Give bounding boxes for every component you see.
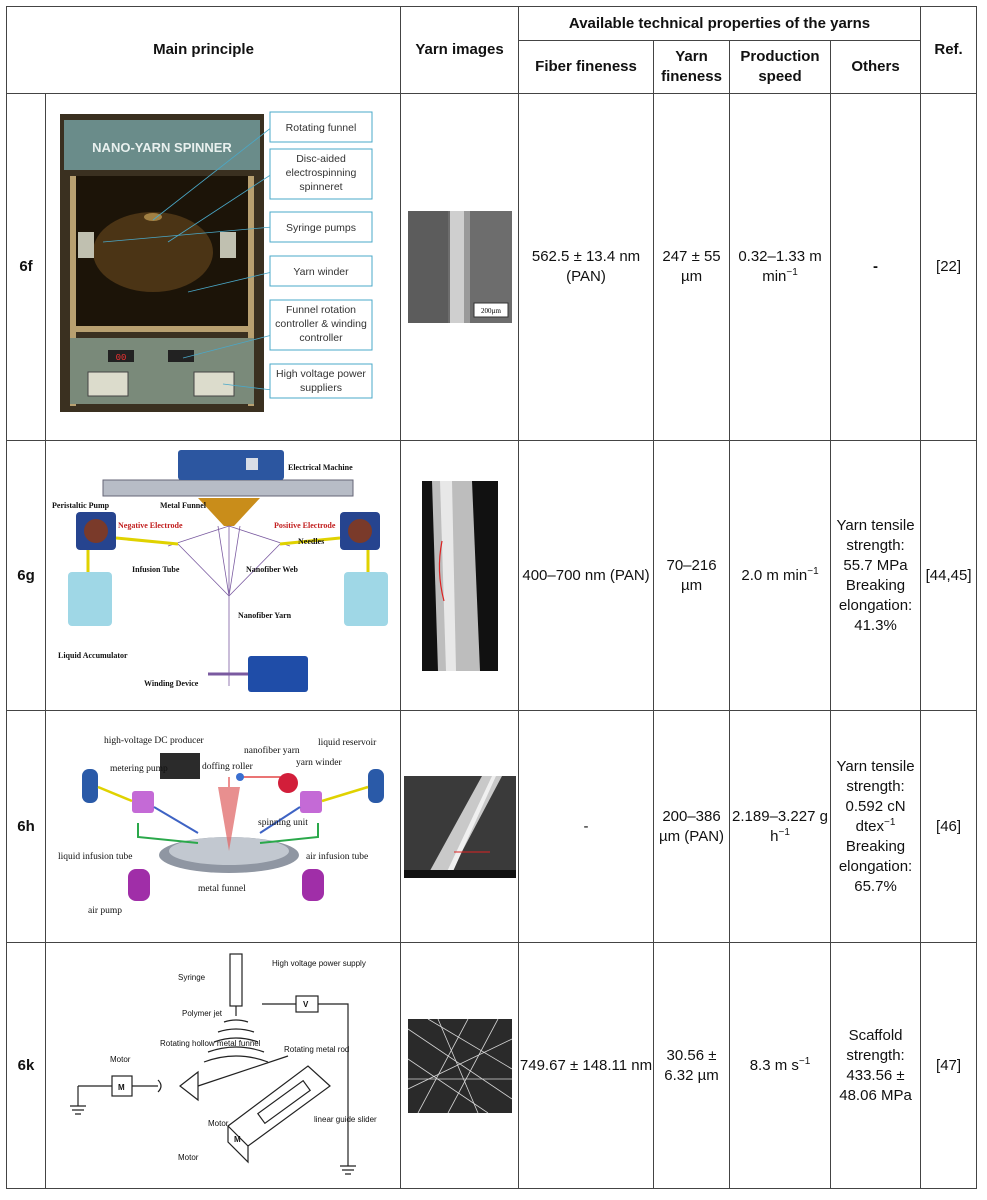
label-rotating-funnel: Rotating hollow metal funnel (160, 1039, 261, 1048)
label-yarn-winder: yarn winder (296, 758, 342, 768)
symbol-motor-slider: M (234, 1135, 241, 1144)
symbol-motor: M (118, 1083, 125, 1092)
row-id: 6g (6, 440, 46, 711)
table-row: 6f NANO-YARN SPINNER 00 (6, 93, 978, 441)
label-spinneret: Disc-aided electrospinning spinneret (285, 153, 357, 193)
header-production-speed: Production speed (729, 40, 832, 94)
machine-banner: NANO-YARN SPINNER (92, 140, 232, 155)
label-infusion-tube: Infusion Tube (132, 565, 180, 574)
row-id: 6k (6, 942, 46, 1189)
header-fiber-fineness: Fiber fineness (518, 40, 655, 94)
label-motor-3: Motor (178, 1153, 199, 1162)
label-spinning-unit: spinning unit (258, 818, 308, 828)
table-row: 6h (6, 710, 978, 943)
label-electrical-machine: Electrical Machine (288, 463, 353, 472)
production-speed: 8.3 m s−1 (729, 942, 832, 1189)
main-principle-cell: NANO-YARN SPINNER 00 (44, 93, 402, 441)
label-air-pump: air pump (88, 906, 122, 916)
label-negative-electrode: Negative Electrode (118, 521, 183, 530)
properties-table: Main principle Yarn images Available tec… (5, 6, 978, 1189)
schematic-6k: Syringe High voltage power supply Polyme… (70, 952, 377, 1175)
label-air-infusion-tube: air infusion tube (306, 851, 368, 862)
reference: [44,45] (920, 440, 978, 711)
sem-image-6g (421, 480, 498, 671)
schematic-6g: Electrical Machine Metal Funnel Peristal… (52, 449, 388, 692)
yarn-image-cell (400, 942, 520, 1189)
header-main-principle: Main principle (5, 6, 402, 94)
others: - (830, 93, 922, 441)
label-metal-funnel: metal funnel (198, 883, 246, 894)
reference: [47] (920, 942, 978, 1189)
label-needles: Needles (298, 537, 324, 546)
sem-image-6k (407, 1018, 512, 1113)
main-principle-cell: Syringe High voltage power supply Polyme… (44, 942, 402, 1189)
scale-bar-label: 200µm (481, 307, 502, 315)
yarn-image-cell (400, 710, 520, 943)
reference: [46] (920, 710, 978, 943)
header-available-properties: Available technical properties of the ya… (518, 6, 922, 41)
row-id: 6h (6, 710, 46, 943)
label-yarn-winder: Yarn winder (293, 266, 349, 278)
table-row: 6g (6, 440, 978, 711)
label-syringe-pumps: Syringe pumps (286, 222, 356, 234)
production-speed: 2.189–3.227 g h−1 (729, 710, 832, 943)
header-yarn-fineness: Yarn fineness (653, 40, 731, 94)
yarn-fineness: 200–386 µm (PAN) (653, 710, 731, 943)
yarn-image-cell: 200µm (400, 93, 520, 441)
row-id: 6f (6, 93, 46, 441)
yarn-fineness: 70–216 µm (653, 440, 731, 711)
label-syringe: Syringe (178, 973, 206, 982)
fiber-fineness: 400–700 nm (PAN) (518, 440, 655, 711)
others: Yarn tensile strength: 0.592 cN dtex−1 B… (830, 710, 922, 943)
table-row: 6k (6, 942, 978, 1189)
label-nanofiber-yarn: Nanofiber Yarn (238, 611, 292, 620)
label-nanofiber-web: Nanofiber Web (246, 565, 298, 574)
header-ref: Ref. (920, 6, 978, 94)
label-liquid-infusion-tube: liquid infusion tube (58, 851, 132, 862)
label-peristaltic-pump: Peristaltic Pump (52, 501, 110, 510)
header-yarn-images: Yarn images (400, 6, 520, 94)
production-speed: 2.0 m min−1 (729, 440, 832, 711)
label-metal-funnel: Metal Funnel (160, 501, 207, 510)
label-linear-guide: linear guide slider (314, 1115, 377, 1124)
fiber-fineness: - (518, 710, 655, 943)
label-liquid-accumulator: Liquid Accumulator (58, 651, 128, 660)
schematic-6h: high-voltage DC producer nanofiber yarn … (58, 736, 384, 916)
label-liquid-reservoir: liquid reservoir (318, 738, 377, 748)
header-others: Others (830, 40, 922, 94)
label-hv-supply: High voltage power supply (272, 959, 366, 968)
label-rotating-rod: Rotating metal rod (284, 1045, 349, 1054)
symbol-voltage: V (303, 1000, 309, 1009)
yarn-image-cell (400, 440, 520, 711)
others: Scaffold strength: 433.56 ± 48.06 MPa (830, 942, 922, 1189)
label-doffing-roller: doffing roller (202, 761, 254, 772)
label-controllers: Funnel rotation controller & winding con… (275, 304, 367, 344)
label-polymer-jet: Polymer jet (182, 1009, 223, 1018)
main-principle-cell: high-voltage DC producer nanofiber yarn … (44, 710, 402, 943)
label-positive-electrode: Positive Electrode (274, 521, 336, 530)
label-rotating-funnel: Rotating funnel (286, 122, 357, 134)
production-speed: 0.32–1.33 m min−1 (729, 93, 832, 441)
nano-yarn-spinner-photo: NANO-YARN SPINNER 00 (60, 111, 373, 412)
yarn-fineness: 30.56 ± 6.32 µm (653, 942, 731, 1189)
label-hv-producer: high-voltage DC producer (104, 736, 205, 746)
yarn-fineness: 247 ± 55 µm (653, 93, 731, 441)
reference: [22] (920, 93, 978, 441)
display-readout: 00 (116, 353, 127, 363)
label-metering-pump: metering pump (110, 764, 168, 774)
label-nanofiber-yarn: nanofiber yarn (244, 745, 300, 756)
label-power-suppliers: High voltage power suppliers (276, 368, 366, 394)
sem-image-6h (403, 775, 516, 878)
sem-image-6f: 200µm (407, 211, 512, 323)
others: Yarn tensile strength: 55.7 MPa Breaking… (830, 440, 922, 711)
label-motor-2: Motor (208, 1119, 229, 1128)
label-motor-1: Motor (110, 1055, 131, 1064)
main-principle-cell: Electrical Machine Metal Funnel Peristal… (44, 440, 402, 711)
fiber-fineness: 562.5 ± 13.4 nm (PAN) (518, 93, 655, 441)
label-winding-device: Winding Device (144, 679, 199, 688)
fiber-fineness: 749.67 ± 148.11 nm (518, 942, 655, 1189)
